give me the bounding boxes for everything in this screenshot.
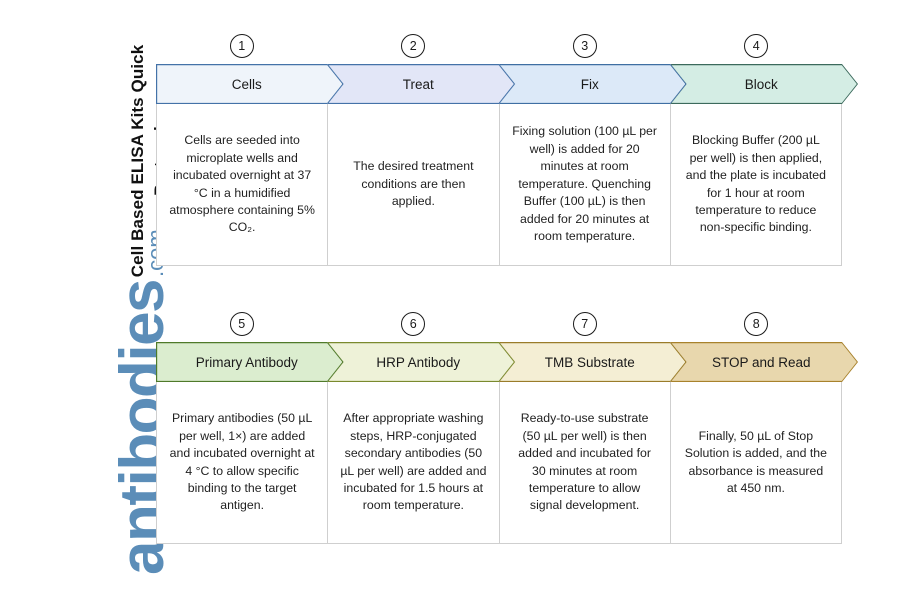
protocol-row-2: 5 6 7 8 Primary Antibody HRP Antibody TMB Sub… [156, 312, 842, 544]
step-number-badge-2: 2 [401, 34, 426, 58]
chevron-label: Treat [402, 76, 434, 92]
chevron-step-1[interactable]: Cells [156, 64, 344, 104]
step-body-text: Fixing solution (100 µL per well) is add… [512, 124, 657, 244]
chevron-fill [329, 65, 514, 103]
step-body-cell-8: Finally, 50 µL of Stop Solution is added… [670, 382, 841, 543]
chevron-fill [157, 65, 342, 103]
protocol-row-1: 1 2 3 4 Cells Treat Fix Block Cells are seeded… [156, 34, 842, 266]
chevron-label: HRP Antibody [376, 354, 461, 370]
step-number-strip-2: 5 6 7 8 [156, 312, 842, 342]
step-body-cell-1: Cells are seeded into microplate wells a… [157, 104, 329, 265]
step-body-cell-5: Primary antibodies (50 µL per well, 1×) … [157, 382, 329, 543]
chevron-fill [329, 343, 514, 381]
step-body-row-1: Cells are seeded into microplate wells a… [156, 104, 842, 266]
step-body-text: Primary antibodies (50 µL per well, 1×) … [169, 411, 315, 513]
chevron-fill [672, 343, 857, 381]
chevron-step-7[interactable]: TMB Substrate [499, 342, 687, 382]
step-number-strip-1: 1 2 3 4 [156, 34, 842, 64]
chevron-step-2[interactable]: Treat [328, 64, 516, 104]
chevron-step-5[interactable]: Primary Antibody [156, 342, 344, 382]
chevron-fill [672, 65, 857, 103]
chevron-label: TMB Substrate [544, 354, 635, 370]
chevron-fill [500, 65, 685, 103]
chevron-fill [500, 343, 685, 381]
step-body-text: Blocking Buffer (200 µL per well) is the… [685, 133, 826, 235]
chevron-band-1: Cells Treat Fix Block [156, 64, 842, 104]
chevron-label: Primary Antibody [195, 354, 298, 370]
chevron-label: STOP and Read [711, 354, 811, 370]
chevron-label: Block [744, 76, 778, 92]
step-number-badge-6: 6 [401, 312, 426, 336]
step-body-text: The desired treatment conditions are the… [353, 159, 474, 209]
step-body-cell-6: After appropriate washing steps, HRP-con… [328, 382, 500, 543]
chevron-step-4[interactable]: Block [671, 64, 859, 104]
step-number-badge-8: 8 [744, 312, 769, 336]
step-number-badge-3: 3 [572, 34, 597, 58]
step-body-text: Ready-to-use substrate (50 µL per well) … [518, 411, 651, 513]
step-body-cell-7: Ready-to-use substrate (50 µL per well) … [499, 382, 671, 543]
step-number-badge-1: 1 [229, 34, 254, 58]
step-number-badge-7: 7 [572, 312, 597, 336]
step-body-text: Finally, 50 µL of Stop Solution is added… [684, 428, 827, 495]
chevron-label: Cells [231, 76, 262, 92]
chevron-fill [157, 343, 342, 381]
chevron-band-2: Primary Antibody HRP Antibody TMB Substrat… [156, 342, 842, 382]
chevron-step-3[interactable]: Fix [499, 64, 687, 104]
step-body-cell-3: Fixing solution (100 µL per well) is add… [499, 104, 671, 265]
step-body-cell-4: Blocking Buffer (200 µL per well) is the… [670, 104, 841, 265]
step-body-cell-2: The desired treatment conditions are the… [328, 104, 500, 265]
chevron-step-8[interactable]: STOP and Read [671, 342, 859, 382]
step-body-text: After appropriate washing steps, HRP-con… [340, 411, 487, 513]
chevron-label: Fix [580, 76, 599, 92]
chevron-step-6[interactable]: HRP Antibody [328, 342, 516, 382]
step-body-row-2: Primary antibodies (50 µL per well, 1×) … [156, 382, 842, 544]
step-number-badge-5: 5 [229, 312, 254, 336]
step-body-text: Cells are seeded into microplate wells a… [169, 133, 315, 235]
step-number-badge-4: 4 [744, 34, 769, 58]
